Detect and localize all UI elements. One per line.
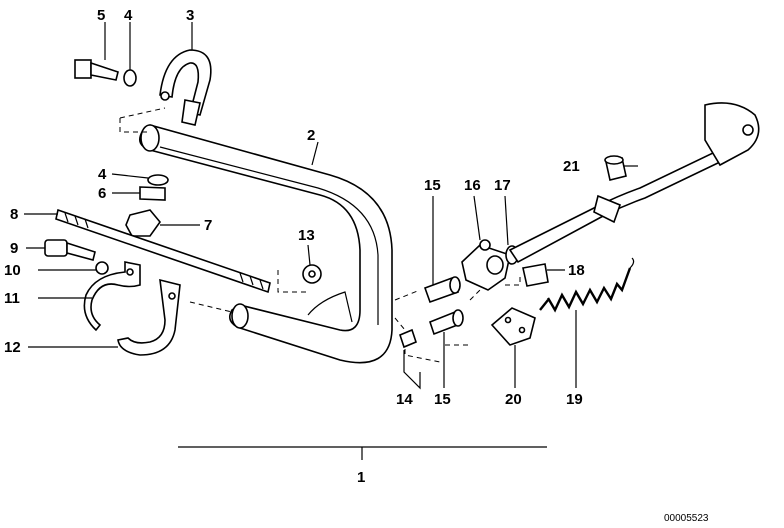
part-label-4-mid: 4 <box>98 166 107 183</box>
assembly-line <box>189 301 233 313</box>
grub-screw-part <box>399 328 417 349</box>
bolt-9-part <box>44 239 96 261</box>
reference-number: 00005523 <box>664 513 709 524</box>
rod-part <box>55 208 271 294</box>
pedal-arm-part <box>508 102 760 264</box>
part-label-9: 9 <box>10 240 18 257</box>
spring-19-part <box>539 257 635 313</box>
part-label-10: 10 <box>4 262 21 279</box>
part-label-15-lower: 15 <box>434 391 451 408</box>
block-20-part <box>490 307 536 346</box>
part-label-14: 14 <box>396 391 413 408</box>
part-label-21: 21 <box>563 158 580 175</box>
assembly-line <box>119 107 166 133</box>
cap-21-part <box>604 155 627 181</box>
part-label-4-top: 4 <box>124 7 133 24</box>
nut-7-part <box>125 209 162 237</box>
sleeve-18-part <box>522 263 549 287</box>
main-bar-part <box>139 124 393 364</box>
washer-10-part <box>95 261 109 275</box>
bolt-top-part <box>74 59 119 81</box>
part-label-11: 11 <box>4 290 20 307</box>
part-label-17: 17 <box>494 177 511 194</box>
part-label-20: 20 <box>505 391 522 408</box>
pin-15-upper-part <box>423 276 461 304</box>
clamp-top-part <box>159 49 212 126</box>
part-label-3: 3 <box>186 7 194 24</box>
part-label-12: 12 <box>4 339 21 356</box>
clamp-lower-part <box>83 261 181 356</box>
part-label-1: 1 <box>357 469 365 486</box>
part-label-5: 5 <box>97 7 105 24</box>
nut-6-part <box>139 186 166 201</box>
assembly-line <box>394 275 521 363</box>
part-label-2: 2 <box>307 127 315 144</box>
pin-15-lower-part <box>429 309 464 336</box>
assembly-line <box>277 270 310 293</box>
part-label-15-upper: 15 <box>424 177 441 194</box>
part-label-6: 6 <box>98 185 106 202</box>
part-label-19: 19 <box>566 391 583 408</box>
part-label-7: 7 <box>204 217 212 234</box>
part-label-18: 18 <box>568 262 585 279</box>
washer-top-part <box>123 69 137 87</box>
part-label-13: 13 <box>298 227 315 244</box>
part-label-8: 8 <box>10 206 18 223</box>
part-label-16: 16 <box>464 177 481 194</box>
leader-lines <box>24 22 638 460</box>
bracket-16-part <box>461 239 511 291</box>
washer-mid-part <box>147 174 169 186</box>
